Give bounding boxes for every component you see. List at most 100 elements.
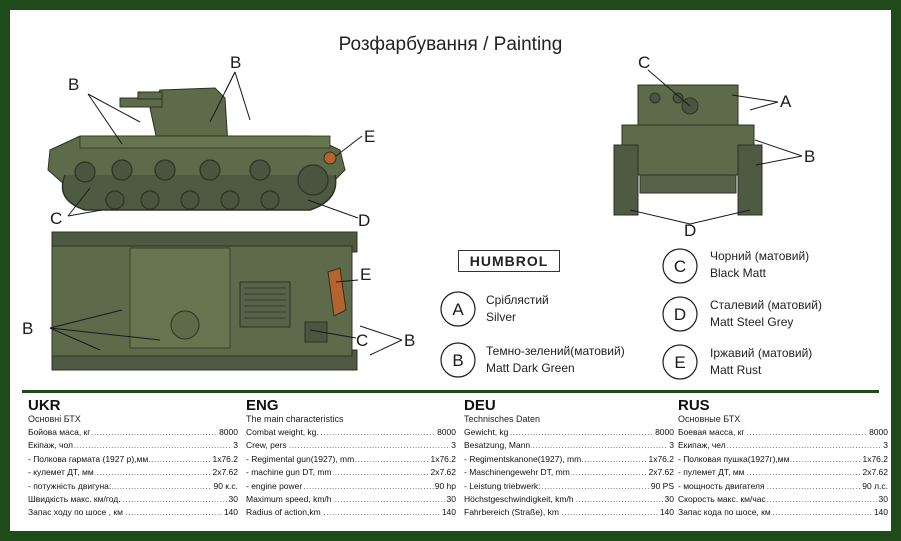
spec-row: ........................................…	[28, 439, 238, 453]
spec-value: 90 PS	[649, 479, 674, 493]
spec-row: ........................................…	[678, 492, 888, 507]
callout-letters: B B E C D E B C B C A B D	[22, 53, 815, 350]
spec-key: Crew, pers	[246, 439, 288, 453]
spec-row: ........................................…	[246, 439, 456, 453]
legend-e-en: Matt Rust	[710, 363, 762, 377]
spec-key: Бойова маса, кг	[28, 426, 92, 440]
spec-value: 140	[872, 506, 888, 520]
spec-row: ........................................…	[678, 506, 888, 520]
spec-key: - engine power	[246, 479, 304, 493]
spec-value: 90 л.с.	[861, 479, 888, 493]
spec-value: 8000	[436, 426, 456, 440]
spec-key: Швидкість макс. км/год.	[28, 492, 122, 507]
callout-e-top: E	[360, 265, 371, 284]
spec-leader-dots: ........................................…	[678, 493, 888, 504]
spec-leader-dots: ........................................…	[246, 480, 456, 491]
spec-key: Besatzung, Mann	[464, 439, 532, 453]
spec-leader-dots: ........................................…	[28, 480, 238, 491]
callout-a-front: A	[780, 92, 792, 111]
spec-leader-dots: ........................................…	[678, 467, 888, 478]
spec-row: ........................................…	[246, 506, 456, 520]
spec-value: 8000	[868, 426, 888, 440]
spec-value: 1х76.2	[429, 452, 456, 467]
spec-value: 1х76.2	[861, 452, 888, 467]
spec-row: ........................................…	[246, 452, 456, 467]
spec-lang-heading: ENG	[246, 397, 279, 414]
spec-value: 3	[882, 439, 888, 453]
spec-row: ........................................…	[464, 479, 674, 493]
callout-b-side-top: B	[230, 53, 241, 72]
spec-key: Fahrbereich (Straße), km	[464, 506, 560, 520]
legend-circle-a: A	[452, 300, 464, 319]
spec-key: - Regimental gun(1927), mm	[246, 452, 356, 467]
spec-row: ........................................…	[28, 426, 238, 440]
spec-row: ........................................…	[678, 479, 888, 493]
page-title: Розфарбування / Painting	[338, 34, 563, 55]
callout-d-side: D	[358, 211, 370, 230]
spec-key: Radius of action,km	[246, 506, 322, 520]
callout-d-front: D	[684, 221, 696, 240]
spec-row: ........................................…	[246, 492, 456, 507]
spec-value: 1х76.2	[647, 452, 674, 467]
spec-value: 3	[450, 439, 456, 453]
spec-lang-heading: UKR	[28, 397, 61, 414]
tank-side-view	[47, 87, 346, 211]
tank-top-view	[51, 231, 358, 371]
callout-b-top-right: B	[404, 331, 415, 350]
callout-c-front: C	[638, 53, 650, 72]
spec-key: Запас ходу по шосе , км	[28, 506, 124, 520]
spec-value: 140	[658, 506, 674, 520]
spec-key: - machine gun DT, mm	[246, 466, 333, 480]
legend-text-e: Іржавий (матовий) Matt Rust	[710, 345, 812, 379]
spec-leader-dots: ........................................…	[246, 440, 456, 451]
painting-diagram: B B E C D E B C B C A B D A B C D E	[22, 53, 815, 380]
legend-b-en: Matt Dark Green	[486, 361, 575, 375]
spec-row: ........................................…	[678, 439, 888, 453]
spec-value: 30	[227, 492, 238, 507]
side-rust-part	[323, 151, 337, 165]
legend-b-ua: Темно-зелений(матовий)	[486, 344, 625, 358]
legend-a-en: Silver	[486, 310, 517, 324]
spec-row: ........................................…	[464, 466, 674, 480]
spec-key: - Leistung triebwerk:	[464, 479, 542, 493]
spec-value: 30	[445, 492, 456, 507]
spec-key: - кулемет ДТ, мм	[28, 466, 95, 480]
spec-leader-dots: ........................................…	[246, 467, 456, 478]
spec-leader-dots: ........................................…	[678, 480, 888, 491]
legend-circle-b: B	[452, 351, 463, 370]
spec-key: Боевая масса, кг	[678, 426, 746, 440]
spec-row: ........................................…	[28, 492, 238, 507]
legend-c-ua: Чорний (матовий)	[710, 249, 810, 263]
spec-lang-heading: RUS	[678, 397, 710, 414]
callout-c-top: C	[356, 331, 368, 350]
spec-value: 2х7.62	[429, 466, 456, 480]
spec-row: ........................................…	[678, 426, 888, 440]
spec-key: - Полкова гармата (1927 р),мм	[28, 452, 150, 467]
spec-row: ........................................…	[464, 452, 674, 467]
callout-c-side: C	[50, 209, 62, 228]
spec-leader-dots: ........................................…	[28, 493, 238, 504]
spec-row: ........................................…	[246, 466, 456, 480]
spec-value: 2х7.62	[647, 466, 674, 480]
legend-circles: A B C D E	[440, 248, 698, 380]
legend-e-ua: Іржавий (матовий)	[710, 346, 813, 360]
spec-subtitle: Основные БТХ	[678, 414, 741, 424]
spec-leader-dots: ........................................…	[246, 507, 456, 518]
spec-row: ........................................…	[464, 492, 674, 507]
spec-row: ........................................…	[246, 479, 456, 493]
legend-text-b: Темно-зелений(матовий) Matt Dark Green	[486, 343, 625, 377]
spec-key: - Полковая пушка(1927г),мм	[678, 452, 791, 467]
spec-value: 30	[877, 492, 888, 507]
legend-text-a: Сріблястий Silver	[486, 292, 549, 326]
spec-key: Maximum speed, km/h	[246, 492, 333, 507]
callout-b-front: B	[804, 147, 815, 166]
legend-text-c: Чорний (матовий) Black Matt	[710, 248, 809, 282]
spec-key: Екипаж, чел	[678, 439, 727, 453]
spec-row: ........................................…	[464, 439, 674, 453]
legend-text-d: Сталевий (матовий) Matt Steel Grey	[710, 297, 822, 331]
top-rust-exhaust	[327, 267, 347, 317]
spec-row: ........................................…	[464, 426, 674, 440]
